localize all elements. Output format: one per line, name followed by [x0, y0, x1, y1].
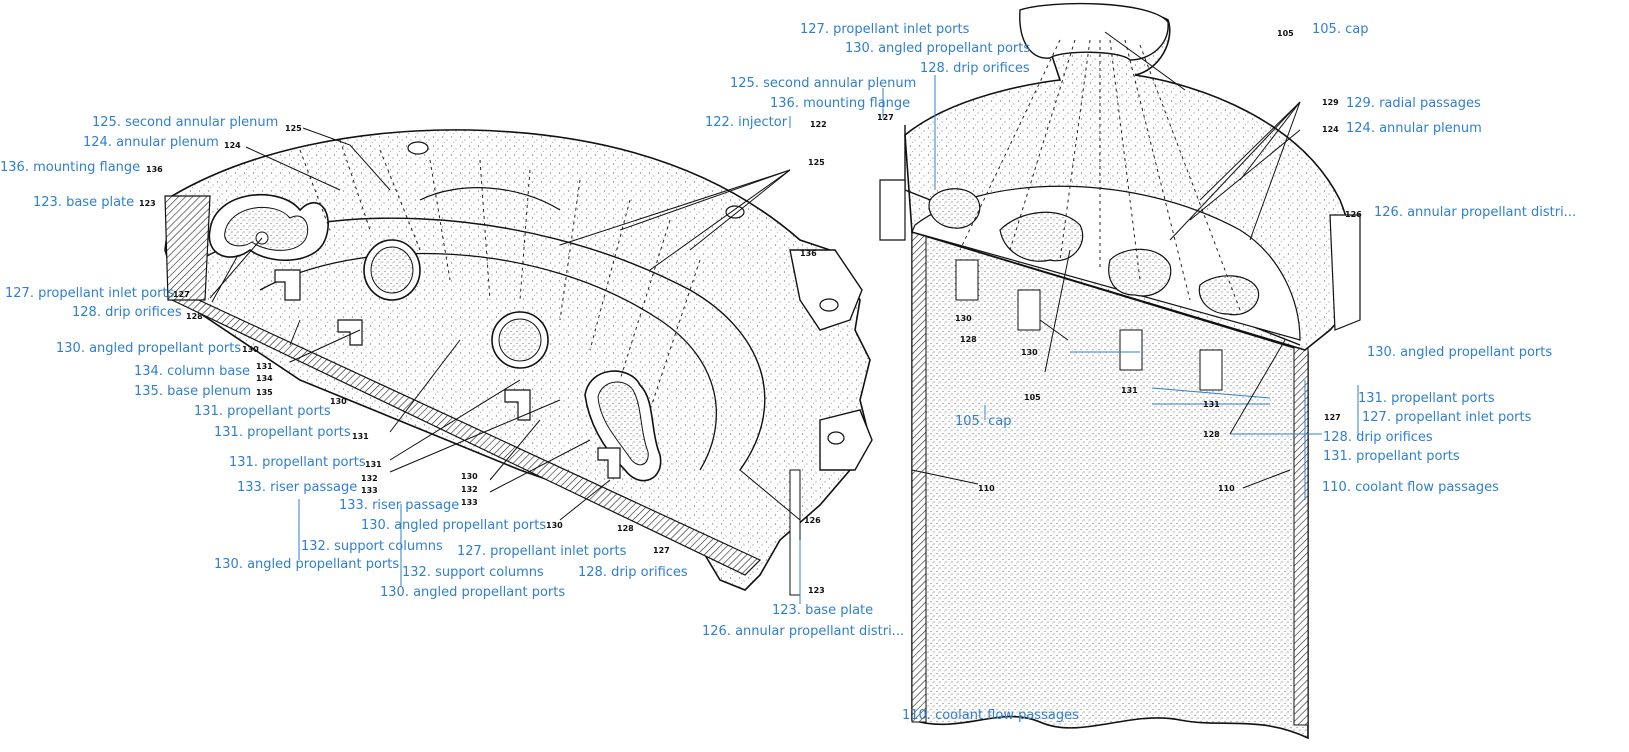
label-mounting-flange-right: 136. mounting flange — [770, 96, 911, 111]
num-123-b: 123 — [808, 586, 825, 595]
num-131-r-b: 131 — [1203, 400, 1220, 409]
label-angled-propellant-ports-right: 130. angled propellant ports — [1367, 345, 1553, 360]
label-leader-lines — [298, 75, 1359, 604]
num-127-r: 127 — [877, 113, 894, 122]
num-131-c: 131 — [365, 460, 382, 469]
label-base-plate-left: 123. base plate — [33, 195, 135, 210]
label-drip-orifices-top: 128. drip orifices — [920, 61, 1030, 76]
num-134: 134 — [256, 374, 273, 383]
label-annular-plenum-right: 124. annular plenum — [1346, 121, 1482, 136]
num-130-r-b: 130 — [1021, 348, 1038, 357]
label-propellant-inlet-ports-left: 127. propellant inlet ports — [5, 286, 175, 301]
num-127-b: 127 — [653, 546, 670, 555]
num-130-c: 130 — [461, 472, 478, 481]
num-128-r: 128 — [960, 335, 977, 344]
label-angled-propellant-ports-a: 130. angled propellant ports — [56, 341, 242, 356]
num-105-r: 105 — [1024, 393, 1041, 402]
num-124-r: 124 — [1322, 125, 1339, 134]
label-base-plenum: 135. base plenum — [134, 384, 252, 399]
label-base-plate-bottom: 123. base plate — [772, 603, 874, 618]
num-131-b: 131 — [352, 432, 369, 441]
num-126-r: 126 — [1345, 210, 1362, 219]
num-130: 130 — [242, 345, 259, 354]
num-129: 129 — [1322, 98, 1339, 107]
num-110-b: 110 — [1218, 484, 1235, 493]
num-130-b: 130 — [330, 397, 347, 406]
label-propellant-ports-right-a: 131. propellant ports — [1358, 391, 1495, 406]
num-132: 132 — [361, 474, 378, 483]
num-133: 133 — [361, 486, 378, 495]
label-annular-propellant-distributor-right: 126. annular propellant distri... — [1374, 205, 1577, 220]
label-annular-propellant-distributor-left: 126. annular propellant distri... — [702, 624, 905, 639]
label-cap-top: 105. cap — [1312, 22, 1369, 37]
num-122: 122 — [810, 120, 827, 129]
label-propellant-ports-c: 131. propellant ports — [229, 455, 366, 470]
num-135: 135 — [256, 388, 273, 397]
label-angled-propellant-ports-top: 130. angled propellant ports — [845, 41, 1031, 56]
label-drip-orifices-left: 128. drip orifices — [72, 305, 182, 320]
num-127: 127 — [173, 290, 190, 299]
label-riser-passage-a: 133. riser passage — [237, 480, 358, 495]
num-131-r: 131 — [1121, 386, 1138, 395]
label-support-columns-a: 132. support columns — [301, 539, 443, 554]
label-mounting-flange-left: 136. mounting flange — [0, 160, 141, 175]
label-injector: 122. injector — [705, 115, 788, 130]
num-131: 131 — [256, 362, 273, 371]
num-125-b: 125 — [808, 158, 825, 167]
label-propellant-ports-b: 131. propellant ports — [214, 425, 351, 440]
num-133-b: 133 — [461, 498, 478, 507]
label-riser-passage-b: 133. riser passage — [339, 498, 460, 513]
num-125: 125 — [285, 124, 302, 133]
num-136-b: 136 — [800, 249, 817, 258]
num-127-r-b: 127 — [1324, 413, 1341, 422]
label-cap-bottom: 105. cap — [955, 414, 1012, 429]
number-leader-lines — [209, 31, 1301, 521]
num-130-r: 130 — [955, 314, 972, 323]
label-propellant-inlet-ports-right: 127. propellant inlet ports — [1362, 410, 1532, 425]
label-coolant-flow-passages-right: 110. coolant flow passages — [1322, 480, 1499, 495]
left-injector-drawing — [164, 129, 873, 596]
num-136: 136 — [146, 165, 163, 174]
label-second-annular-plenum-right: 125. second annular plenum — [730, 76, 917, 91]
num-126: 126 — [804, 516, 821, 525]
num-124: 124 — [224, 141, 241, 150]
num-110: 110 — [978, 484, 995, 493]
label-angled-propellant-ports-b: 130. angled propellant ports — [214, 557, 400, 572]
label-coolant-flow-passages-bottom: 110. coolant flow passages — [902, 708, 1079, 723]
label-annular-plenum-left: 124. annular plenum — [83, 135, 219, 150]
num-128: 128 — [186, 312, 203, 321]
num-128-b: 128 — [617, 524, 634, 533]
right-injector-drawing — [879, 2, 1361, 740]
label-radial-passages: 129. radial passages — [1346, 96, 1481, 111]
label-angled-propellant-ports-d: 130. angled propellant ports — [380, 585, 566, 600]
label-propellant-ports-right-b: 131. propellant ports — [1323, 449, 1460, 464]
label-angled-propellant-ports-c: 130. angled propellant ports — [361, 518, 547, 533]
label-propellant-inlet-ports-top: 127. propellant inlet ports — [800, 22, 970, 37]
num-130-d: 130 — [546, 521, 563, 530]
label-drip-orifices-b: 128. drip orifices — [578, 565, 688, 580]
label-second-annular-plenum-left: 125. second annular plenum — [92, 115, 279, 130]
num-132-b: 132 — [461, 485, 478, 494]
num-123: 123 — [139, 199, 156, 208]
label-column-base: 134. column base — [134, 364, 251, 379]
label-drip-orifices-right: 128. drip orifices — [1323, 430, 1433, 445]
label-propellant-ports-a: 131. propellant ports — [194, 404, 331, 419]
num-128-r-b: 128 — [1203, 430, 1220, 439]
label-propellant-inlet-ports-b: 127. propellant inlet ports — [457, 544, 627, 559]
label-support-columns-b: 132. support columns — [402, 565, 544, 580]
num-105: 105 — [1277, 29, 1294, 38]
